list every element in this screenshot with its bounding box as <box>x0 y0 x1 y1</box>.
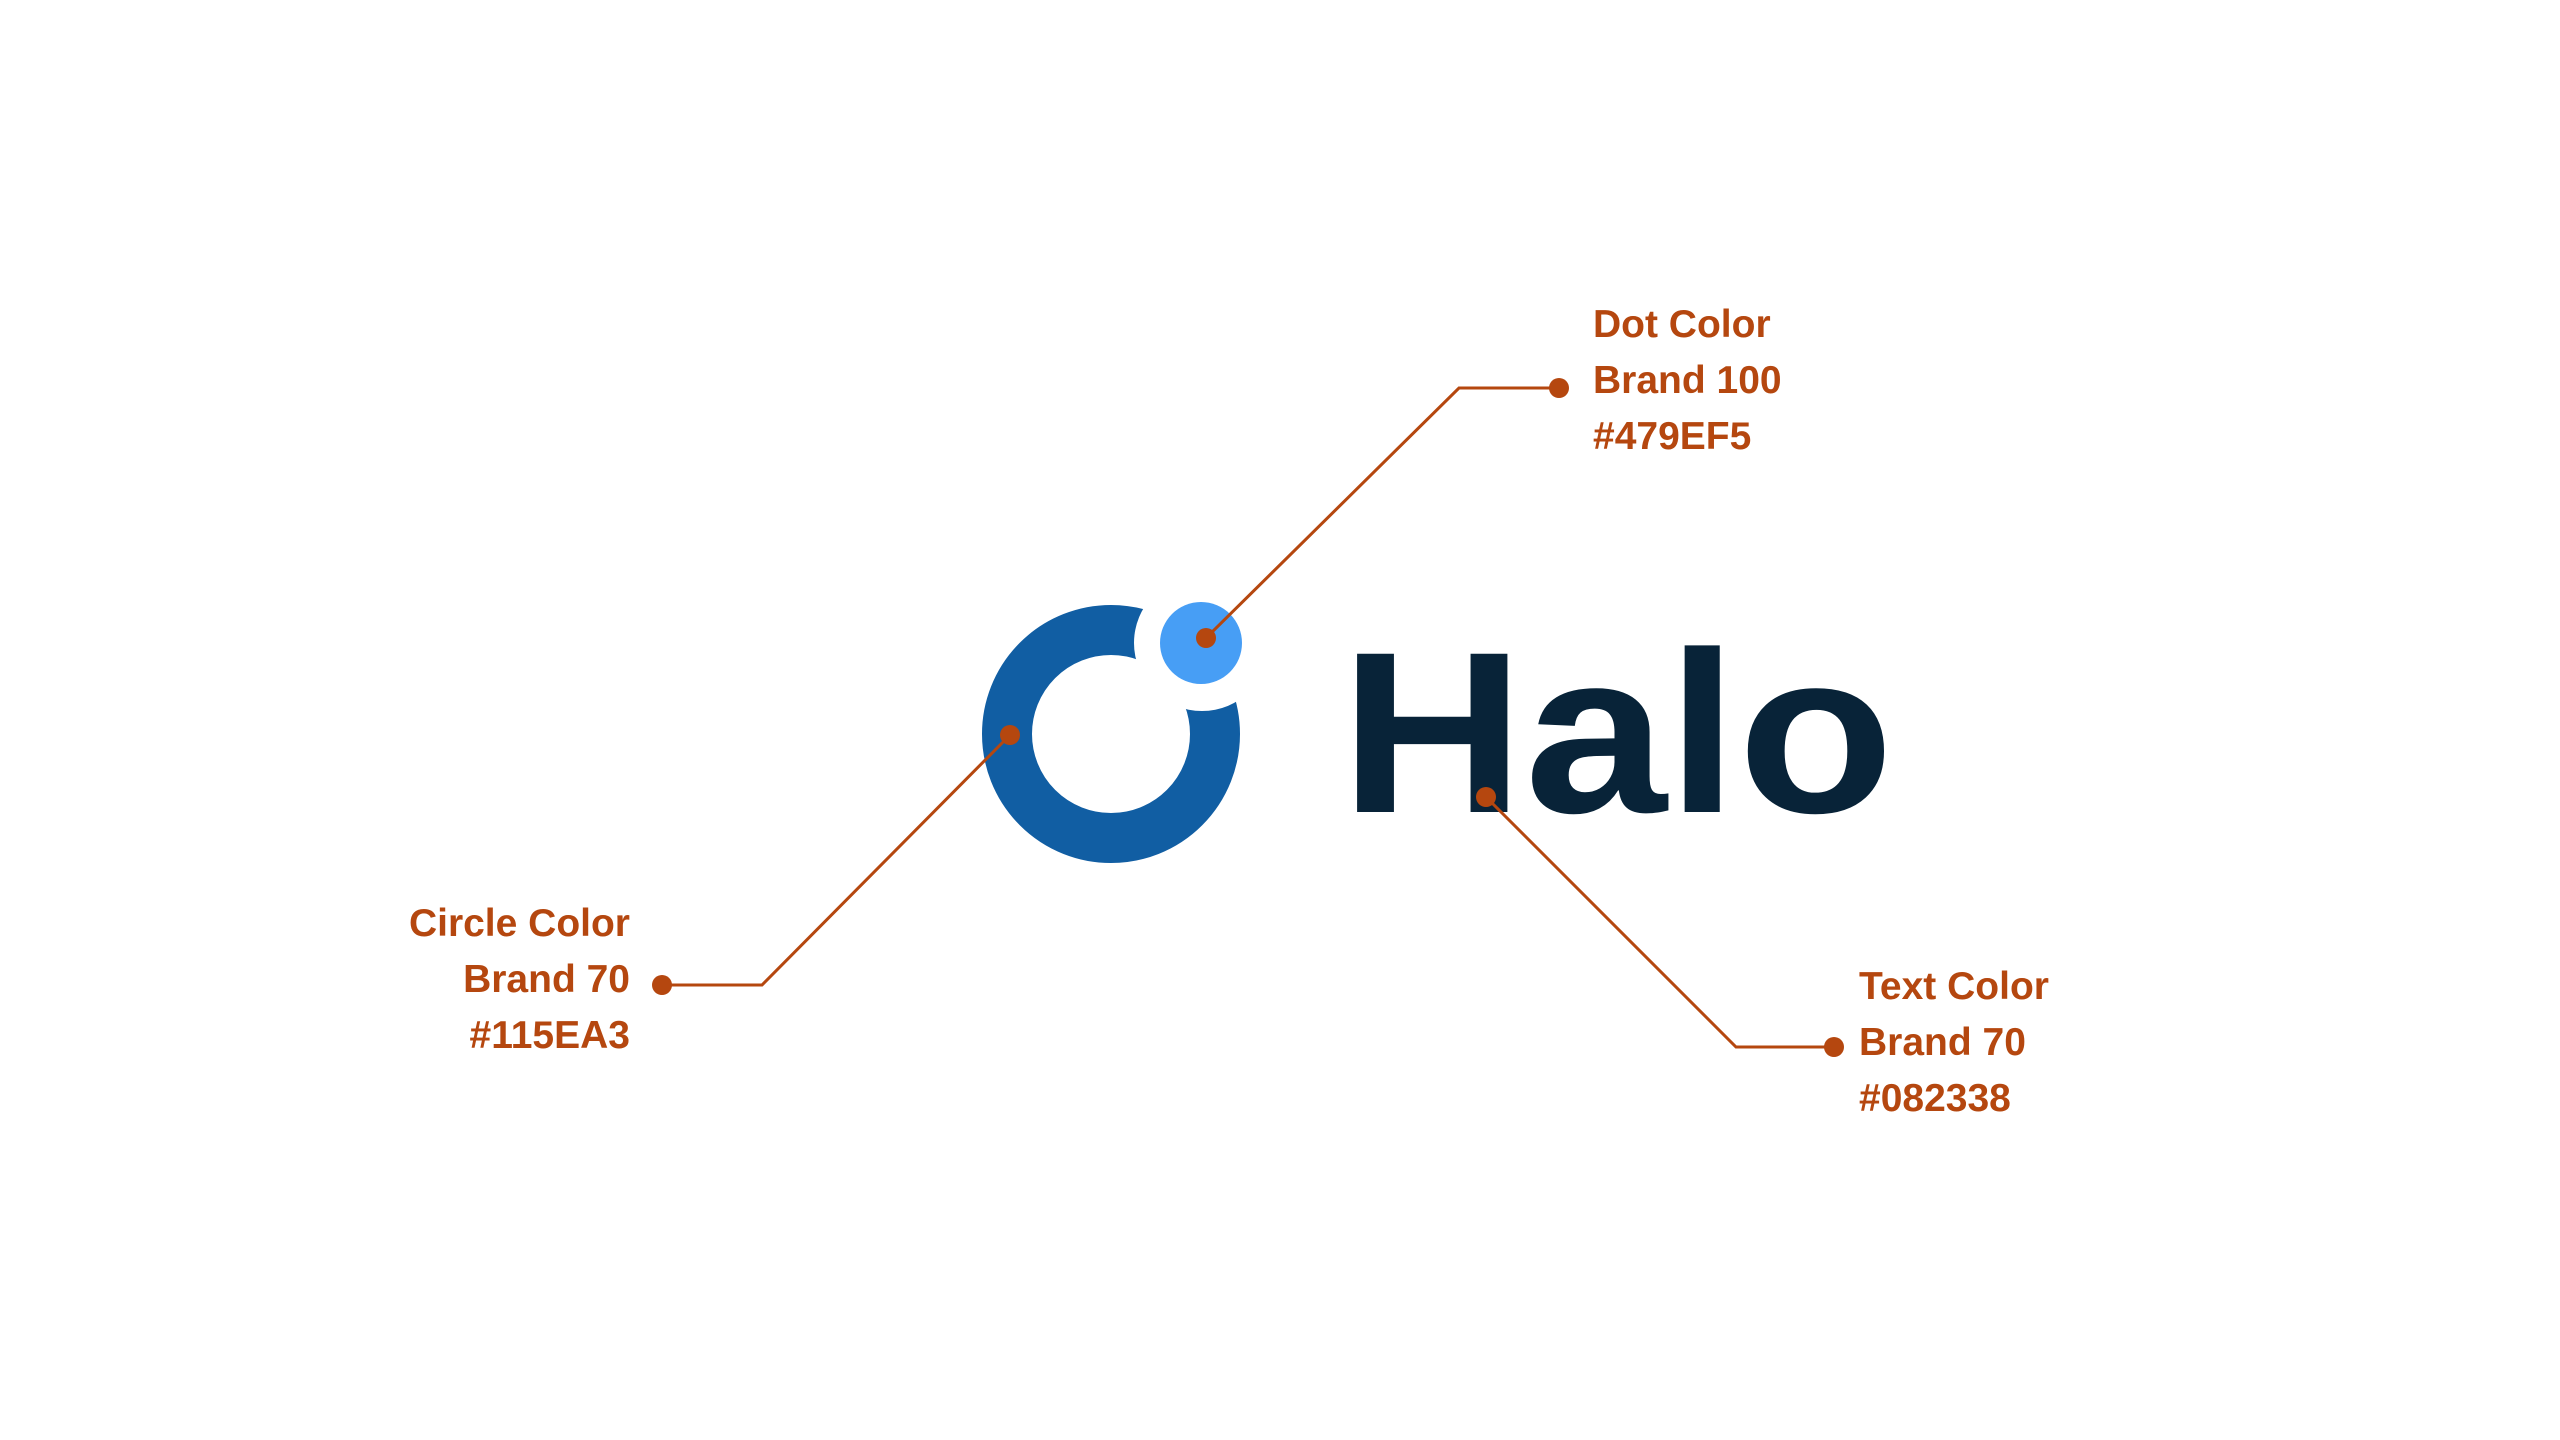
dot-color-title: Dot Color <box>1593 303 1771 346</box>
dot-color-token: Brand 100 <box>1593 359 1782 402</box>
logo-wordmark: Halo <box>1340 604 1894 861</box>
text-color-title: Text Color <box>1859 965 2049 1008</box>
circle-leader-start-marker <box>1000 725 1020 745</box>
circle-color-token: Brand 70 <box>463 958 630 1001</box>
text-leader-line <box>1484 795 1834 1049</box>
dot-color-annotation: Dot Color Brand 100 #479EF5 <box>1593 297 1782 465</box>
text-color-annotation: Text Color Brand 70 #082338 <box>1859 959 2049 1127</box>
circle-leader-end-marker <box>652 975 672 995</box>
circle-color-annotation: Circle Color Brand 70 #115EA3 <box>350 896 630 1064</box>
dot-leader-line <box>1204 386 1559 640</box>
circle-leader-line <box>662 733 1012 987</box>
text-leader-start-marker <box>1476 787 1496 807</box>
text-color-token: Brand 70 <box>1859 1021 2026 1064</box>
dot-color-hex: #479EF5 <box>1593 415 1752 458</box>
circle-color-hex: #115EA3 <box>469 1014 630 1057</box>
circle-color-title: Circle Color <box>408 902 630 945</box>
dot-leader-start-marker <box>1196 628 1216 648</box>
text-color-hex: #082338 <box>1859 1077 2011 1120</box>
dot-leader-end-marker <box>1549 378 1569 398</box>
text-leader-end-marker <box>1824 1037 1844 1057</box>
